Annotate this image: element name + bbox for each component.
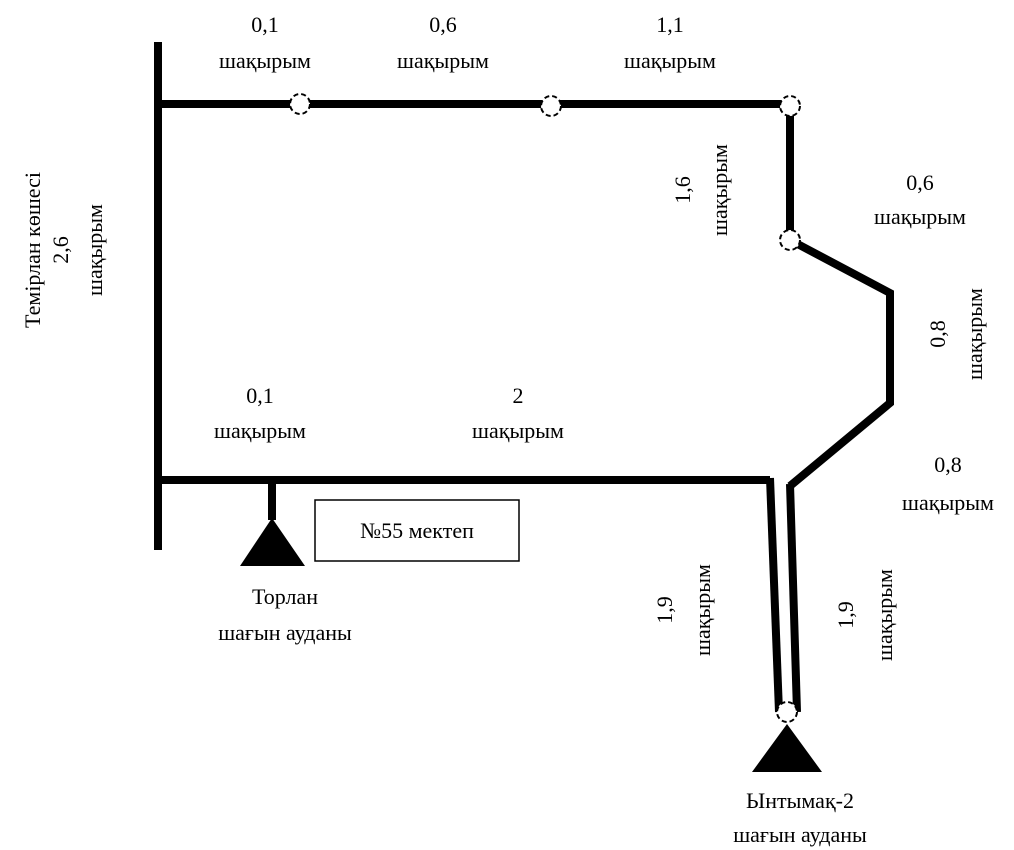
yntymak-marker-triangle <box>752 724 822 772</box>
junction-node <box>779 95 801 117</box>
right-down-value: 1,6 <box>670 176 695 204</box>
down-left-value: 1,9 <box>652 596 677 624</box>
bottom-1-unit: шақырым <box>214 418 306 443</box>
top-1-unit: шақырым <box>219 48 311 73</box>
torlan-label-line2: шағын ауданы <box>218 620 352 645</box>
right-down-unit: шақырым <box>707 144 732 236</box>
vertical-right-unit: шақырым <box>962 288 987 380</box>
torlan-marker-triangle <box>240 518 305 566</box>
road-right-loop <box>787 236 894 490</box>
diag-1-unit: шақырым <box>874 204 966 229</box>
torlan-label-line1: Торлан <box>252 584 318 609</box>
road-down-right <box>786 483 801 713</box>
vertical-right-value: 0,8 <box>925 320 950 348</box>
top-3-value: 1,1 <box>656 12 684 37</box>
junction-node <box>540 95 562 117</box>
yntymak-label-line2: шағын ауданы <box>733 822 867 847</box>
diag-1-value: 0,6 <box>906 170 934 195</box>
school-box <box>314 499 520 562</box>
bottom-2-unit: шақырым <box>472 418 564 443</box>
bottom-1-value: 0,1 <box>246 383 274 408</box>
junction-node <box>779 229 801 251</box>
street-distance-value: 2,6 <box>48 236 73 264</box>
bottom-2-value: 2 <box>513 383 524 408</box>
down-left-unit: шақырым <box>690 564 715 656</box>
top-2-unit: шақырым <box>397 48 489 73</box>
down-right-value: 1,9 <box>833 601 858 629</box>
street-name: Темірлан көшесі <box>20 172 45 328</box>
street-distance-unit: шақырым <box>82 204 107 296</box>
junction-node <box>776 701 798 723</box>
yntymak-label-line1: Ынтымақ-2 <box>746 788 854 813</box>
diag-2-unit: шақырым <box>902 490 994 515</box>
diag-2-value: 0,8 <box>934 452 962 477</box>
junction-node <box>289 93 311 115</box>
top-2-value: 0,6 <box>429 12 457 37</box>
down-right-unit: шақырым <box>872 569 897 661</box>
top-3-unit: шақырым <box>624 48 716 73</box>
school-label: №55 мектеп <box>360 518 474 543</box>
road-down-left <box>766 477 783 713</box>
top-1-value: 0,1 <box>251 12 279 37</box>
